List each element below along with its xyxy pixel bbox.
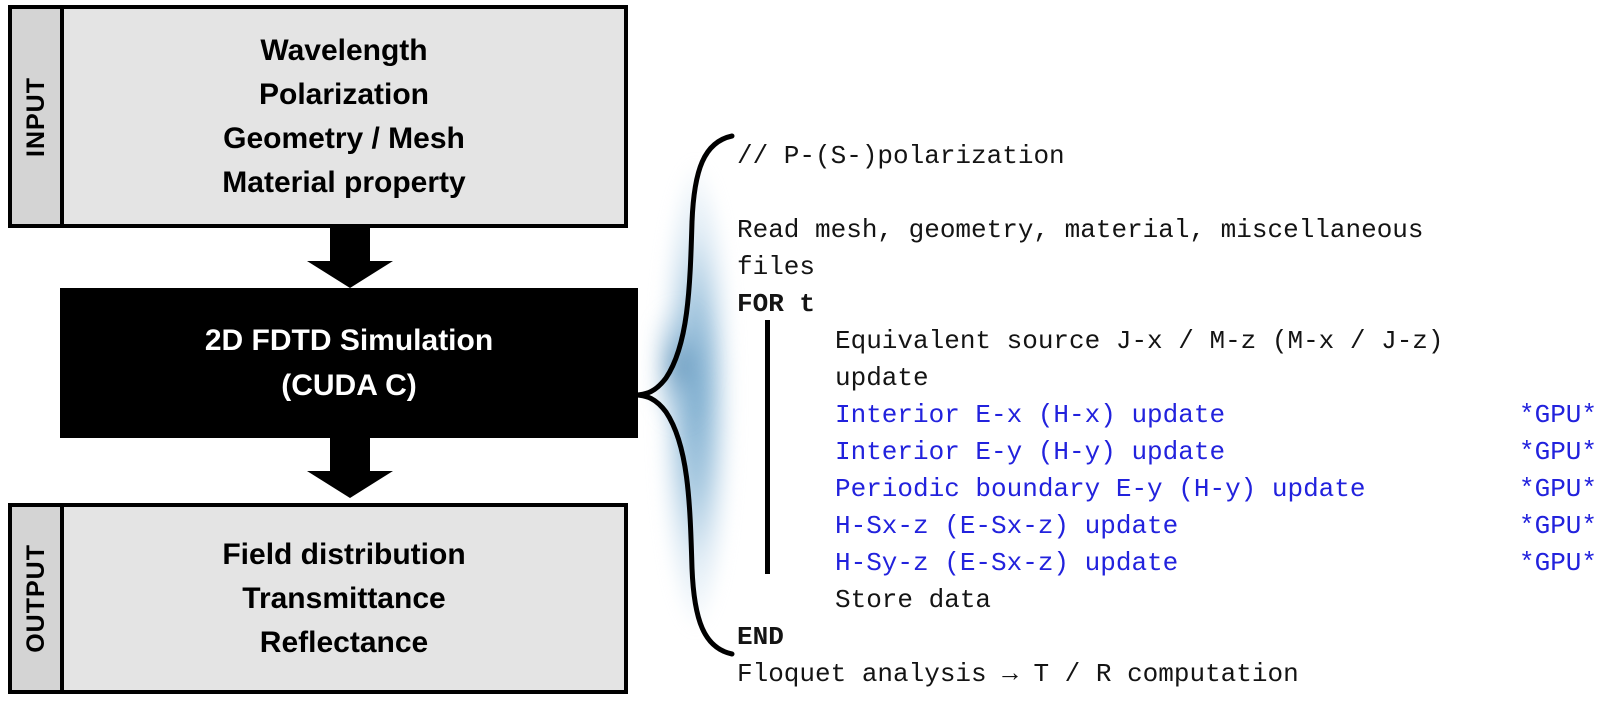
output-band-label: OUTPUT: [21, 544, 50, 653]
output-band: OUTPUT: [12, 507, 64, 690]
simulation-line-2: (CUDA C): [281, 369, 417, 402]
code-row-text: files: [737, 252, 816, 282]
code-row-text: Interior E-y (H-y) update: [835, 437, 1226, 467]
input-line-4: Material property: [222, 165, 466, 199]
code-row: // P-(S-)polarization: [737, 138, 1597, 175]
input-box-body: Wavelength Polarization Geometry / Mesh …: [64, 9, 624, 224]
input-line-1: Wavelength: [260, 33, 428, 67]
input-box: INPUT Wavelength Polarization Geometry /…: [8, 5, 628, 228]
code-row-text: Store data: [835, 585, 992, 615]
code-row: H-Sy-z (E-Sx-z) update *GPU*: [737, 545, 1597, 582]
code-row-text: Equivalent source J-x / M-z (M-x / J-z): [835, 326, 1444, 356]
code-row: Interior E-x (H-x) update *GPU*: [737, 397, 1597, 434]
code-row: files: [737, 249, 1597, 286]
curly-brace-icon: [636, 133, 735, 657]
input-band-label: INPUT: [21, 76, 50, 157]
gpu-tag: *GPU*: [1518, 400, 1597, 430]
code-row: FOR t: [737, 286, 1597, 323]
code-row: END: [737, 619, 1597, 656]
down-arrow-icon-top: [307, 228, 393, 288]
gpu-tag: *GPU*: [1518, 548, 1597, 578]
output-line-3: Reflectance: [259, 625, 429, 659]
code-row: Floquet analysis → T / R computation: [737, 656, 1597, 693]
simulation-line-1: 2D FDTD Simulation: [204, 324, 494, 357]
output-line-2: Transmittance: [242, 581, 446, 615]
code-row-text: Read mesh, geometry, material, miscellan…: [737, 215, 1424, 245]
input-line-2: Polarization: [258, 77, 430, 111]
loop-bracket-bar: [765, 320, 770, 574]
code-row: Equivalent source J-x / M-z (M-x / J-z): [737, 323, 1597, 360]
code-blank-row: [737, 175, 1597, 212]
code-row: update: [737, 360, 1597, 397]
output-box-body: Field distribution Transmittance Reflect…: [64, 507, 624, 690]
down-arrow-icon-bottom: [307, 438, 393, 498]
code-row-text: Floquet analysis → T / R computation: [737, 659, 1299, 689]
code-row-text: H-Sx-z (E-Sx-z) update: [835, 511, 1179, 541]
code-row-text: END: [737, 622, 784, 652]
simulation-box: 2D FDTD Simulation (CUDA C): [60, 288, 638, 438]
code-row-text: H-Sy-z (E-Sx-z) update: [835, 548, 1179, 578]
code-row: Read mesh, geometry, material, miscellan…: [737, 212, 1597, 249]
input-line-3: Geometry / Mesh: [223, 121, 465, 155]
code-row: Interior E-y (H-y) update *GPU*: [737, 434, 1597, 471]
code-row: Store data: [737, 582, 1597, 619]
code-row-text: // P-(S-)polarization: [737, 141, 1065, 171]
output-box: OUTPUT Field distribution Transmittance …: [8, 503, 628, 694]
code-row-text: Periodic boundary E-y (H-y) update: [835, 474, 1366, 504]
gpu-tag: *GPU*: [1518, 511, 1597, 541]
gpu-tag: *GPU*: [1518, 437, 1597, 467]
output-line-1: Field distribution: [222, 537, 466, 571]
code-row: Periodic boundary E-y (H-y) update *GPU*: [737, 471, 1597, 508]
code-row-text: update: [835, 363, 929, 393]
code-row: H-Sx-z (E-Sx-z) update *GPU*: [737, 508, 1597, 545]
code-row-text: Interior E-x (H-x) update: [835, 400, 1226, 430]
code-row-text: FOR t: [737, 289, 816, 319]
gpu-tag: *GPU*: [1518, 474, 1597, 504]
input-band: INPUT: [12, 9, 64, 224]
